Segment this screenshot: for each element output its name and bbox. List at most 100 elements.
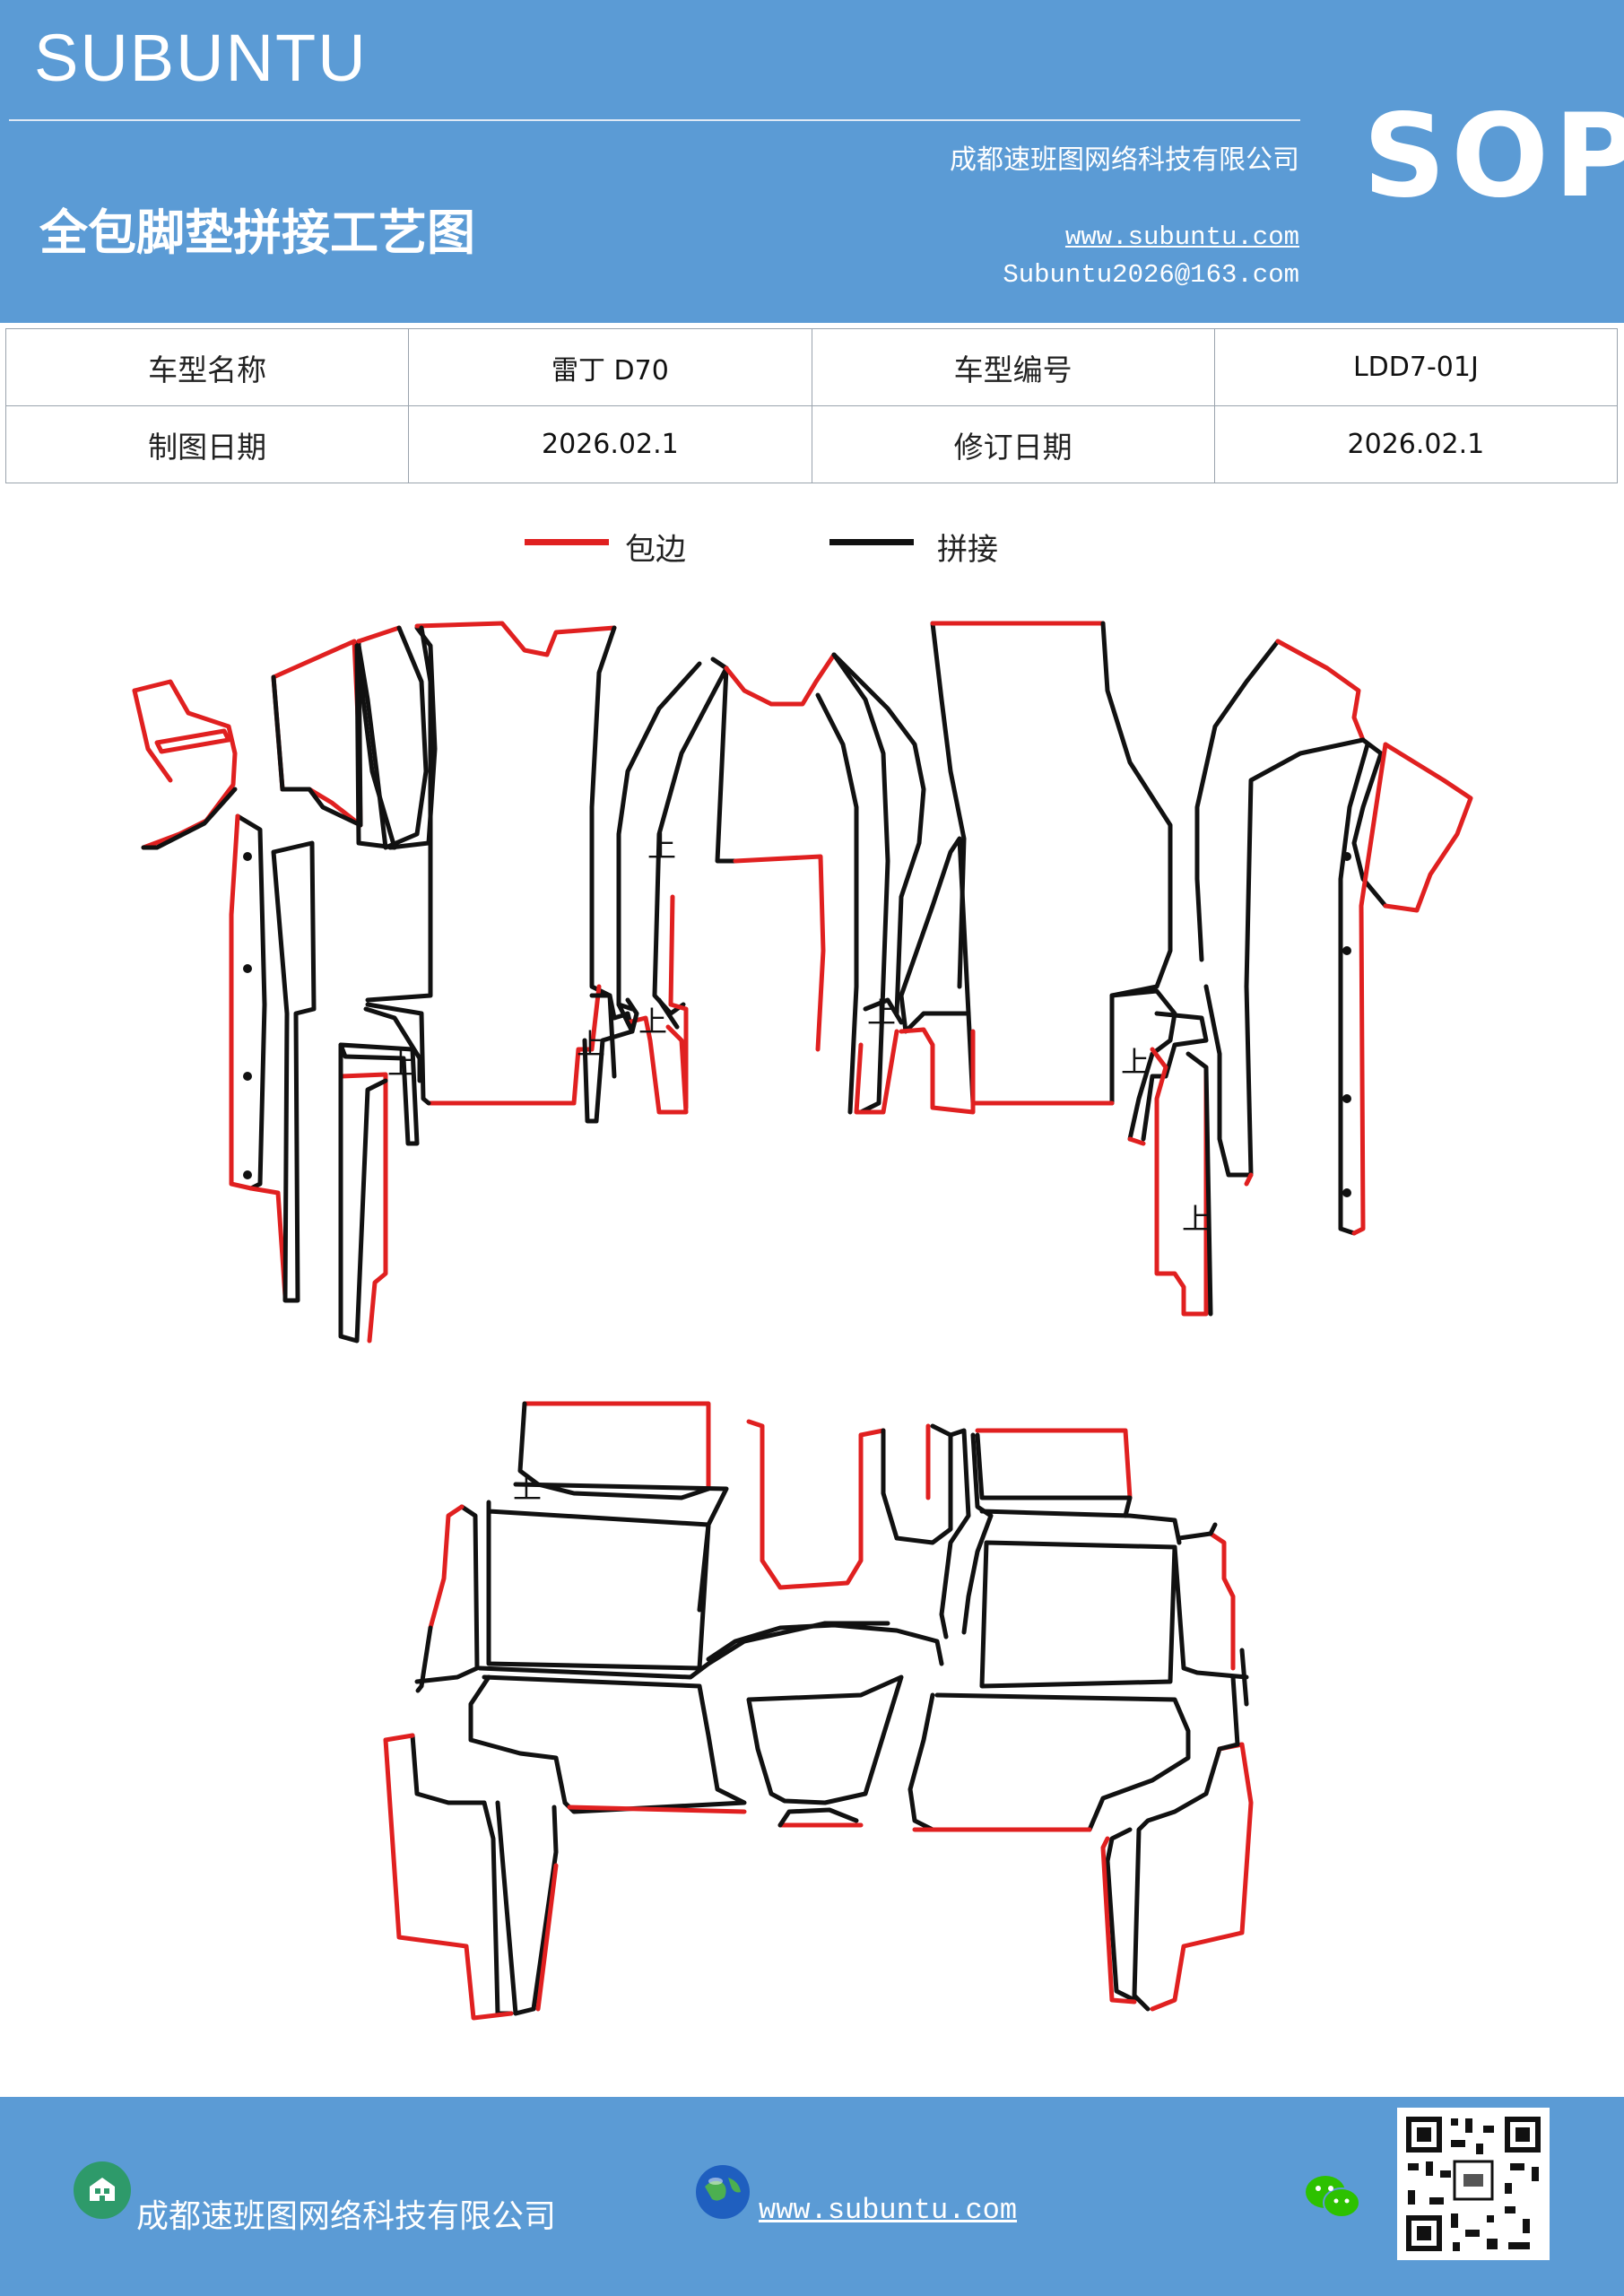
rivet-mark xyxy=(1342,1188,1351,1197)
wechat-icon xyxy=(1306,2176,1360,2218)
left-corner-piece xyxy=(132,679,238,850)
table-row: 制图日期 2026.02.1 修订日期 2026.02.1 xyxy=(4,405,1619,483)
rear-left-leg-strip-edge xyxy=(535,1863,559,2012)
edge-legend-label: 包边 xyxy=(625,532,686,568)
rear-right-leg-edge xyxy=(1150,1742,1254,2012)
rear-left-seat-panel xyxy=(486,1500,711,1671)
left-pillar-piece xyxy=(356,625,429,850)
right-lower-edge-a xyxy=(1127,1136,1146,1146)
sop-badge: SOP xyxy=(1363,90,1624,223)
left-strip-inner xyxy=(235,813,267,1191)
rear-left-edge xyxy=(428,1504,465,1631)
edge-line-swatch xyxy=(525,539,609,545)
right-corner-piece xyxy=(1383,742,1473,913)
right-tunnel-edge xyxy=(854,1029,899,1115)
globe-icon xyxy=(696,2165,750,2219)
rear-left-top-seam xyxy=(517,1401,711,1500)
left-corner-slot xyxy=(154,728,231,754)
rear-right-seam-2 xyxy=(1239,1648,1249,1707)
header-banner: SUBUNTU 全包脚垫拼接工艺图 成都速班图网络科技有限公司 www.subu… xyxy=(0,0,1624,323)
front-left-mat-group xyxy=(132,621,729,1344)
up-mark: 上 xyxy=(647,830,676,864)
draw-date-label: 制图日期 xyxy=(4,405,410,483)
driver-mat-lower xyxy=(365,1002,431,1106)
header-website-link[interactable]: www.subuntu.com xyxy=(1064,222,1299,252)
left-tunnel-edge xyxy=(668,894,689,1110)
footer-company: 成都速班图网络科技有限公司 xyxy=(136,2198,557,2235)
rear-right-top-lower xyxy=(979,1509,1182,1545)
model-code-label: 车型编号 xyxy=(811,328,1215,406)
right-door-edge xyxy=(1275,639,1366,743)
rivet-mark xyxy=(1342,1094,1351,1103)
rivet-mark xyxy=(243,1072,252,1081)
rear-left-leg-seam xyxy=(410,1733,514,2016)
rear-left-leg-strip xyxy=(495,1800,559,2016)
rivet-mark xyxy=(1342,946,1351,955)
rear-right-cushion-left xyxy=(908,1692,935,1832)
legend: 包边 拼接 xyxy=(525,525,1063,570)
center-tunnel-right xyxy=(939,1428,971,1639)
footer-website-link[interactable]: www.subuntu.com xyxy=(759,2194,1018,2227)
right-tunnel-strip xyxy=(831,652,890,1115)
revise-date-value: 2026.02.1 xyxy=(1213,405,1619,483)
table-row: 车型名称 雷丁 D70 车型编号 LDD7-01J xyxy=(4,328,1619,406)
footer-banner: 成都速班图网络科技有限公司 www.subuntu.com xyxy=(0,2097,1624,2296)
up-mark: 上 xyxy=(638,1004,667,1039)
console-right-edge xyxy=(733,854,826,1052)
rear-left-outer xyxy=(414,1504,480,1684)
left-pillar-seam xyxy=(387,625,438,850)
center-tunnel-right-2 xyxy=(961,1432,994,1635)
rear-right-seam xyxy=(1177,1522,1218,1541)
center-rear-panel xyxy=(746,1674,904,1805)
center-bridge-seam xyxy=(706,1622,944,1666)
left-strip-bottom xyxy=(248,1186,288,1299)
rivet-mark xyxy=(243,964,252,973)
left-door-top xyxy=(356,625,402,644)
passenger-mat-left xyxy=(930,621,967,989)
left-door-seam xyxy=(271,639,363,828)
rear-right-edge xyxy=(1208,1531,1236,1671)
left-long-strip xyxy=(271,840,317,1303)
qr-code[interactable] xyxy=(1397,2108,1550,2260)
front-right-mat-group xyxy=(831,621,1473,1317)
center-console-group xyxy=(715,652,904,1115)
revise-date-label: 修订日期 xyxy=(811,405,1215,483)
driver-mat-top xyxy=(414,621,617,657)
header-divider xyxy=(9,119,1300,121)
left-corner-edge xyxy=(132,688,173,783)
left-lower-seam xyxy=(363,1006,422,1083)
console-seam-left xyxy=(715,665,738,864)
rear-right-leg-seam xyxy=(1132,1746,1222,2012)
right-door-inner xyxy=(1194,639,1281,962)
rear-right-cushion xyxy=(934,1692,1191,1832)
rear-right-leg-strip xyxy=(1105,1827,1137,2003)
up-mark: 上 xyxy=(387,1047,416,1081)
header-company: 成都速班图网络科技有限公司 xyxy=(950,144,1299,176)
rear-right-seat-panel xyxy=(979,1540,1177,1689)
driver-mat-left xyxy=(365,625,433,1003)
rivet-mark xyxy=(243,1170,252,1179)
model-code-value: LDD7-01J xyxy=(1213,328,1619,406)
left-tunnel-inner xyxy=(616,661,702,1012)
rear-right-top-seam xyxy=(975,1432,1133,1518)
rear-left-leg-edge xyxy=(383,1733,514,2021)
right-door-edge-b xyxy=(1244,1172,1254,1187)
floor-mat-diagram: 上 上 上 上 上 上 上 上 xyxy=(132,621,1473,2021)
right-strip-outer xyxy=(1351,742,1388,1236)
passenger-mat-notch xyxy=(899,836,971,1034)
seam-legend-label: 拼接 xyxy=(937,532,998,568)
console-top-edge xyxy=(724,652,837,707)
up-mark: 上 xyxy=(1182,1202,1211,1236)
passenger-lower-edge xyxy=(899,1027,976,1115)
rear-left-top-edge xyxy=(522,1401,711,1492)
rear-right-top-edge xyxy=(975,1428,1133,1500)
seam-line-swatch xyxy=(829,539,914,545)
up-mark: 上 xyxy=(577,1027,605,1061)
rivet-mark xyxy=(243,852,252,861)
center-tunnel-edge xyxy=(746,1419,886,1590)
up-mark: 上 xyxy=(867,996,896,1030)
up-mark: 上 xyxy=(513,1471,542,1505)
left-lower-strip xyxy=(338,1042,388,1344)
right-lower-strip xyxy=(1185,1051,1213,1317)
right-lower-notch xyxy=(1109,988,1177,1142)
